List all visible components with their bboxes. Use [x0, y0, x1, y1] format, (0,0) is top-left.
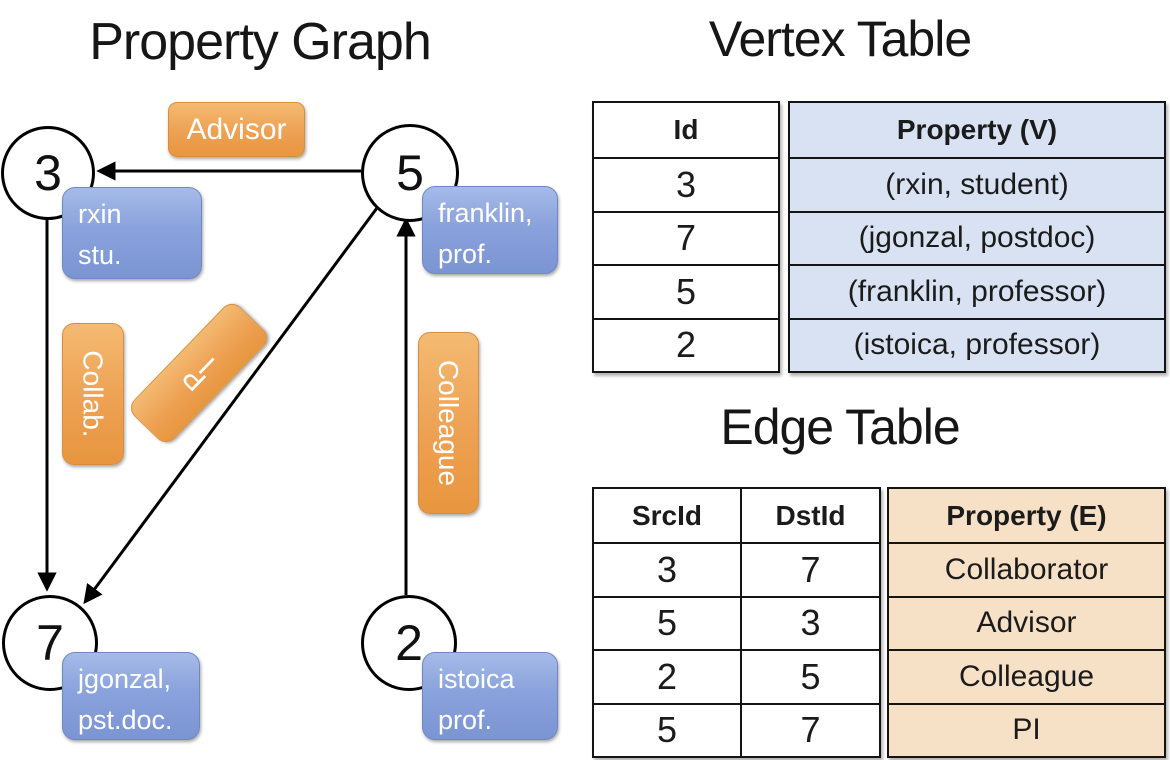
edge-table-row: 3 7	[594, 542, 879, 596]
edge-table-property-cell: Collaborator	[889, 542, 1164, 596]
vertex-property-box-jgonzal: jgonzal, pst.doc.	[62, 652, 200, 740]
vertex-property-box-rxin: rxin stu.	[62, 187, 202, 279]
vertex-property-box-franklin: franklin, prof.	[422, 186, 558, 274]
edge-label-box-collab: Collab.	[62, 323, 124, 465]
vertex-property-line: prof.	[438, 705, 493, 735]
edge-label: Colleague	[433, 359, 465, 487]
vertex-property-line: rxin	[78, 199, 122, 229]
vertex-table-property-cell: (rxin, student)	[790, 157, 1164, 211]
vertex-property-line: stu.	[78, 240, 122, 270]
edge-table-srcid-cell: 2	[594, 651, 742, 703]
property-graph-title: Property Graph	[89, 13, 432, 71]
edge-table-dstid-header: DstId	[775, 499, 846, 531]
vertex-table-id-cell: 5	[594, 264, 778, 318]
edge-label: Collab.	[78, 350, 110, 438]
edge-table-row: 5 7	[594, 702, 879, 756]
edge-table-row: 5 3	[594, 595, 879, 649]
edge-5-to-7-pi	[83, 207, 379, 605]
edge-table-dstid-cell: 5	[800, 655, 821, 697]
vertex-table-id-header: Id	[673, 114, 699, 145]
vertex-id-label: 7	[36, 615, 64, 671]
vertex-property-line: istoica	[438, 664, 515, 694]
edge-table-srcid-header: SrcId	[594, 489, 742, 542]
edge-table-srcid-cell: 3	[594, 544, 742, 596]
vertex-node-2: 2	[361, 595, 457, 691]
edge-table-property-column: Property (E) Collaborator Advisor Collea…	[887, 487, 1166, 758]
edge-label-box-advisor: Advisor	[168, 102, 305, 157]
vertex-table-id-cell: 3	[594, 157, 778, 211]
vertex-property-line: franklin,	[438, 198, 533, 228]
edge-table-property-header: Property (E)	[946, 499, 1107, 531]
edge-table-dstid-cell: 7	[800, 709, 821, 751]
vertex-table-id-column: Id 3 7 5 2	[592, 101, 780, 373]
edge-label: Advisor	[186, 112, 287, 146]
vertex-table-property-header: Property (V)	[896, 114, 1058, 145]
vertex-table-property-cell: (jgonzal, postdoc)	[790, 210, 1164, 265]
edge-table-header-row: SrcId DstId	[594, 489, 879, 542]
edge-table-srcid-cell: 5	[594, 597, 742, 649]
edge-table-property-cell: PI	[889, 702, 1164, 757]
edge-table-title: Edge Table	[720, 399, 960, 455]
vertex-id-label: 5	[396, 145, 424, 201]
vertex-table-property-column: Property (V) (rxin, student) (jgonzal, p…	[788, 101, 1166, 373]
edge-table-dstid-cell: 7	[800, 548, 821, 590]
vertex-table-id-cell: 2	[594, 317, 778, 372]
vertex-table-property-cell: (istoica, professor)	[790, 317, 1164, 372]
vertex-property-line: pst.doc.	[78, 705, 173, 735]
edge-table-property-cell: Advisor	[889, 595, 1164, 650]
edge-label-box-colleague: Colleague	[418, 332, 479, 514]
vertex-property-box-istoica: istoica prof.	[422, 652, 558, 740]
edge-table-property-cell: Colleague	[889, 649, 1164, 703]
vertex-id-label: 3	[34, 145, 62, 201]
edge-table-row: 2 5	[594, 649, 879, 703]
vertex-id-label: 2	[395, 615, 423, 671]
vertex-property-line: jgonzal,	[78, 664, 172, 694]
edge-table-id-columns: SrcId DstId 3 7 5 3 2 5 5 7	[592, 487, 881, 758]
vertex-table-id-cell: 7	[594, 210, 778, 265]
vertex-table-title: Vertex Table	[708, 11, 972, 67]
vertex-property-line: prof.	[438, 239, 493, 269]
vertex-table-property-cell: (franklin, professor)	[790, 264, 1164, 318]
edge-table-dstid-cell: 3	[800, 602, 821, 644]
edge-table-srcid-cell: 5	[594, 704, 742, 756]
